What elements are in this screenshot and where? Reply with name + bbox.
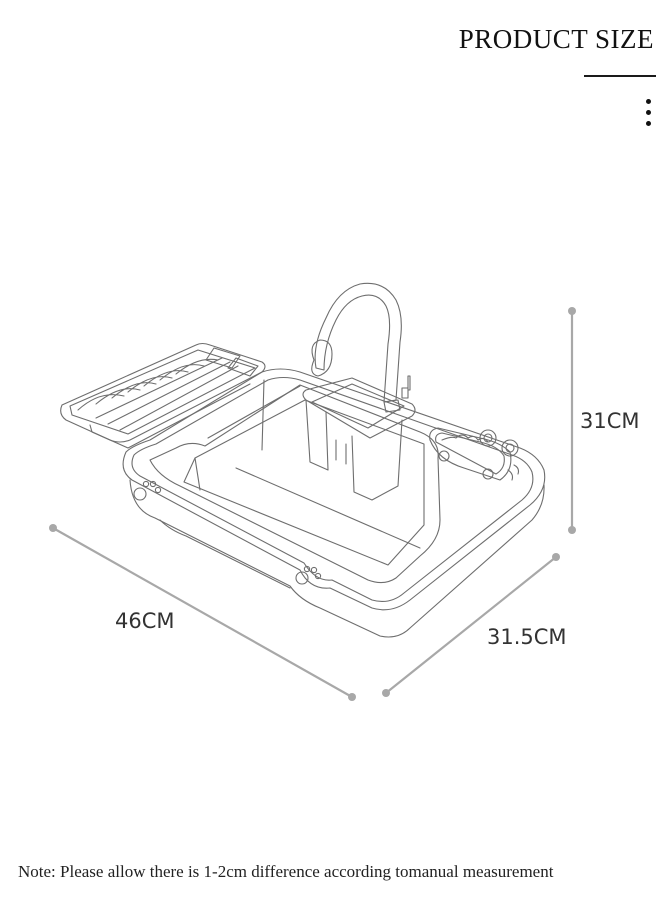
dimension-lines	[49, 307, 576, 701]
measurement-note: Note: Please allow there is 1-2cm differ…	[18, 862, 554, 881]
height-dimension-label: 31CM	[580, 409, 640, 433]
sink-drawing	[60, 282, 546, 638]
width-dimension-label: 46CM	[115, 609, 175, 633]
depth-dimension-label: 31.5CM	[487, 625, 567, 649]
page-title: PRODUCT SIZE	[458, 24, 654, 54]
more-options-icon	[646, 99, 652, 132]
title-underline	[584, 75, 656, 77]
